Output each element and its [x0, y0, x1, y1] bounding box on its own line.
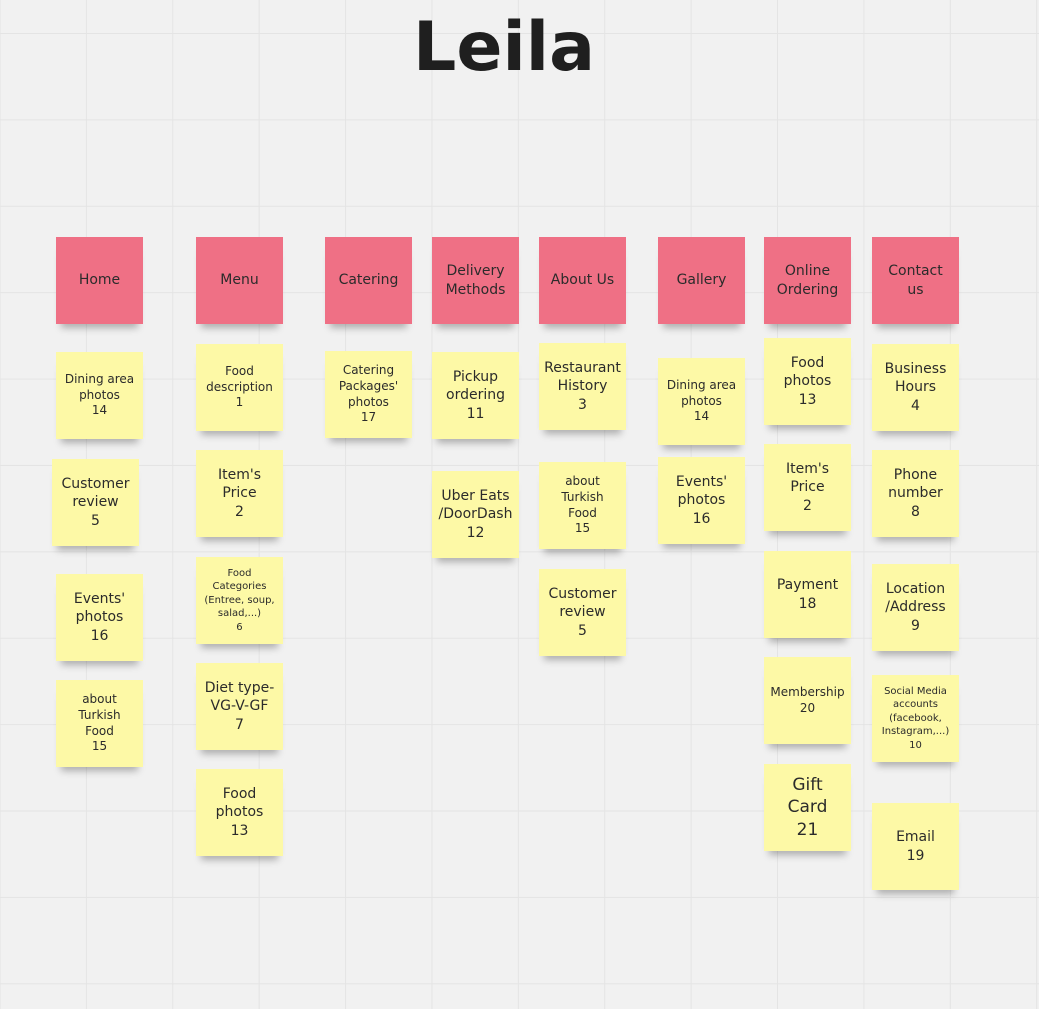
sticky-note-gallery-dining-area-photos[interactable]: Dining area photos 14	[658, 358, 745, 445]
sticky-note-delivery-pickup-ordering[interactable]: Pickup ordering 11	[432, 352, 519, 439]
sticky-note-contact-email[interactable]: Email 19	[872, 803, 959, 890]
sticky-note-catering-packages-photos[interactable]: Catering Packages' photos 17	[325, 351, 412, 438]
sticky-note-contact-location-address[interactable]: Location /Address 9	[872, 564, 959, 651]
sticky-header-home[interactable]: Home	[56, 237, 143, 324]
sticky-note-menu-item-price[interactable]: Item's Price 2	[196, 450, 283, 537]
sticky-note-home-dining-area-photos[interactable]: Dining area photos 14	[56, 352, 143, 439]
sticky-note-menu-diet-type[interactable]: Diet type- VG-V-GF 7	[196, 663, 283, 750]
sticky-note-about-turkish-food[interactable]: about Turkish Food 15	[539, 462, 626, 549]
sticky-header-gallery[interactable]: Gallery	[658, 237, 745, 324]
sticky-note-menu-food-description[interactable]: Food description 1	[196, 344, 283, 431]
sticky-header-catering[interactable]: Catering	[325, 237, 412, 324]
sticky-header-menu[interactable]: Menu	[196, 237, 283, 324]
sticky-note-online-payment[interactable]: Payment 18	[764, 551, 851, 638]
sticky-note-online-food-photos[interactable]: Food photos 13	[764, 338, 851, 425]
sticky-note-about-customer-review[interactable]: Customer review 5	[539, 569, 626, 656]
board-title: Leila	[413, 8, 595, 87]
sticky-note-menu-food-photos[interactable]: Food photos 13	[196, 769, 283, 856]
sticky-note-contact-social-media[interactable]: Social Media accounts (facebook, Instagr…	[872, 675, 959, 762]
sticky-note-delivery-uber-eats-doordash[interactable]: Uber Eats /DoorDash 12	[432, 471, 519, 558]
sticky-note-home-about-turkish-food[interactable]: about Turkish Food 15	[56, 680, 143, 767]
sticky-note-contact-phone-number[interactable]: Phone number 8	[872, 450, 959, 537]
sticky-note-about-restaurant-history[interactable]: Restaurant History 3	[539, 343, 626, 430]
sticky-header-contact-us[interactable]: Contact us	[872, 237, 959, 324]
sticky-note-online-gift-card[interactable]: Gift Card 21	[764, 764, 851, 851]
sticky-note-home-customer-review[interactable]: Customer review 5	[52, 459, 139, 546]
sticky-header-delivery-methods[interactable]: Delivery Methods	[432, 237, 519, 324]
sticky-note-home-events-photos[interactable]: Events' photos 16	[56, 574, 143, 661]
sticky-header-online-ordering[interactable]: Online Ordering	[764, 237, 851, 324]
sticky-note-online-membership[interactable]: Membership 20	[764, 657, 851, 744]
sticky-header-about-us[interactable]: About Us	[539, 237, 626, 324]
sticky-note-menu-food-categories[interactable]: Food Categories (Entree, soup, salad,...…	[196, 557, 283, 644]
sticky-note-gallery-events-photos[interactable]: Events' photos 16	[658, 457, 745, 544]
sticky-note-online-item-price[interactable]: Item's Price 2	[764, 444, 851, 531]
sticky-note-contact-business-hours[interactable]: Business Hours 4	[872, 344, 959, 431]
